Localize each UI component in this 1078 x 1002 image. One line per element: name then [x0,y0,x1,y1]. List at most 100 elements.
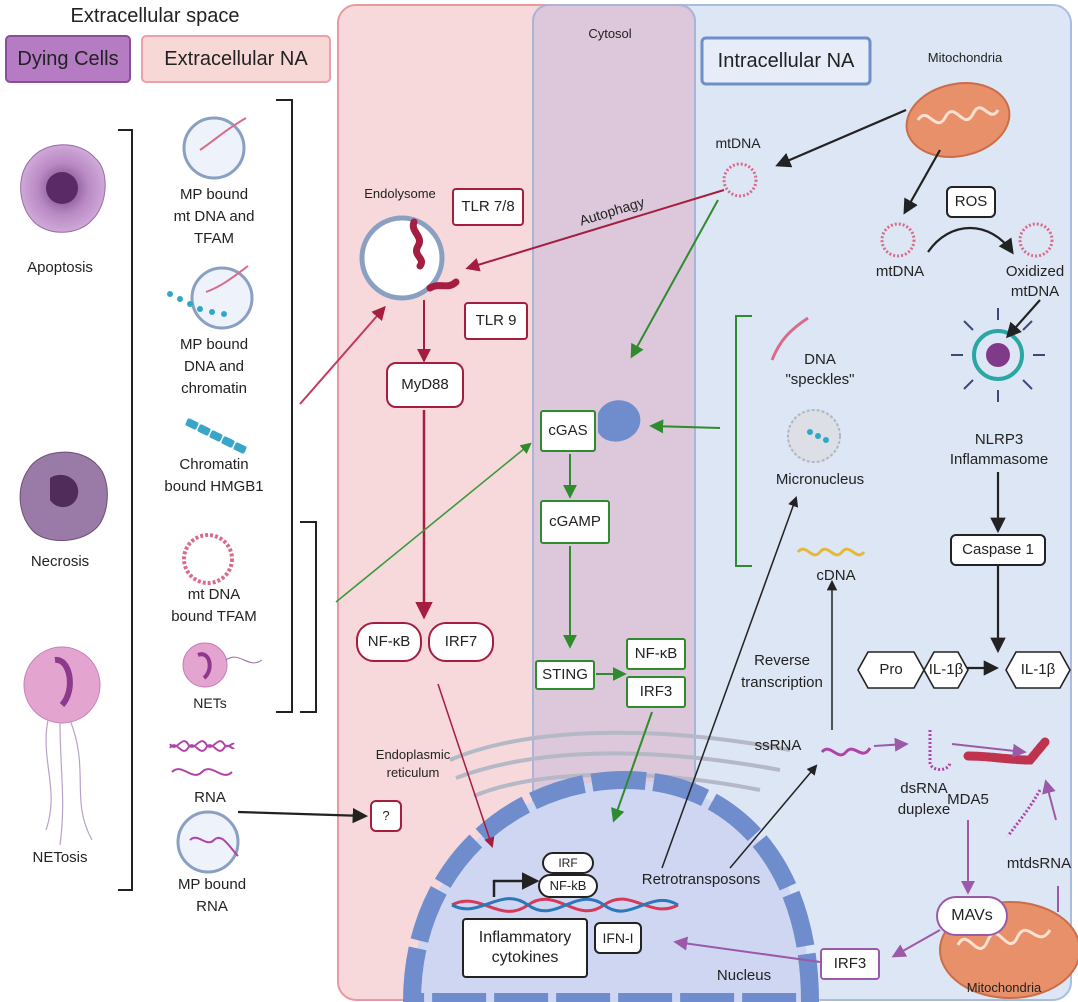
mtdna-cytosol-icon [722,162,758,198]
extracellular-space-title: Extracellular space [70,5,240,27]
mtdsrna-label: mtdsRNA [1006,855,1072,872]
dna-speckles-icon [770,316,809,361]
netosis-label: NETosis [32,849,88,866]
micronucleus-label: Micronucleus [775,471,865,488]
dna-helix-icon [451,897,679,913]
inflammatory-cytokines-box: Inflammatory cytokines [462,918,588,978]
nlrp3-label: NLRP3 Inflammasome [949,431,1049,468]
ssrna-icon [820,747,872,757]
irf-pill: IRF [542,852,594,874]
tlr9-box: TLR 9 [464,302,528,340]
sting-box: STING [535,660,595,690]
mp-dna-chromatin-icon [167,265,254,330]
endolysome-icon [359,215,460,301]
arrow-retro-to-ssrna [729,764,818,869]
necrosis-label: Necrosis [30,553,90,570]
mavs-pill: MAVs [936,896,1008,936]
arrow-mito-to-mtdna-mid [903,149,941,215]
arrow-dsrna-to-mda5 [951,743,1027,758]
pro-hexagon [857,651,925,689]
netosis-cell-icon [23,646,101,846]
mtdna-tfam-icon [182,533,234,585]
nlrp3-inflammasome-icon [951,308,1045,402]
arrow-autophagy [465,189,725,272]
arrow-rna-to-unknown [237,807,369,824]
arrow-micronucleus-to-cgas [649,419,721,434]
chromatin-hmgb1-icon [185,418,247,454]
mitochondria-top-icon [905,82,1011,158]
mtdna-mid-label: mtDNA [875,263,925,280]
nucleus-label: Nucleus [716,967,772,984]
arrow-mito-to-mtdna [775,108,907,168]
mp-dna-chromatin-label: MP bound DNA and chromatin [179,336,249,397]
arrow-irf3-to-nucleus-bottom [673,936,821,963]
dying-cells-label: Dying Cells [17,48,119,70]
reverse-transcription-label: Reverse transcription [741,652,823,691]
mp-bracket [276,99,293,713]
dna-speckles-label: DNA "speckles" [785,351,855,388]
endolysome-label: Endolysome [364,186,436,201]
mp-rna-label: MP bound RNA [177,876,247,915]
mp-rna-icon [176,810,240,874]
cdna-label: cDNA [816,567,856,584]
apoptosis-label: Apoptosis [27,259,93,276]
nfkb-red-pill: NF-κB [356,622,422,662]
chromatin-hmgb1-label: Chromatin bound HMGB1 [164,456,264,495]
nfkb-green-box: NF-κB [626,638,686,670]
intracellular-na-box [700,36,872,86]
micronucleus-icon [787,409,841,463]
tlr78-box: TLR 7/8 [452,188,524,226]
il1b-pro-hexagon [923,651,969,689]
cgas-box: cGAS [540,410,596,452]
cgas-enzyme-icon [598,400,641,442]
rna-icon [169,740,235,776]
nets-label: NETs [193,695,227,711]
oxidized-mtdna-label: Oxidized mtDNA [1005,263,1065,300]
arrow-retro-to-micronucleus [661,496,799,869]
pro-label: Pro [879,661,903,678]
apoptosis-cell-icon [20,144,106,233]
mtdna-tfam-label: mt DNA bound TFAM [171,586,257,625]
arrow-irf3-to-nucleus [611,711,653,823]
arrow-mtdna-to-cgas [630,199,719,359]
mitochondria-top-label: Mitochondria [927,50,1003,65]
arrow-oxidized-to-nlrp3 [1005,299,1041,339]
mp-mtdna-icon [182,116,247,180]
mda5-icon [963,737,1050,765]
dying-cells-bracket [118,129,133,891]
dying-cells-box [5,35,131,83]
ssrna-label: ssRNA [754,737,802,754]
oxidized-mtdna-icon [1018,222,1054,258]
il1b-label: IL-1β [1020,661,1056,678]
arrow-ssrna-to-dsrna [873,737,909,752]
il1b-hexagon [1005,651,1071,689]
rna-label: RNA [194,789,226,806]
arrow-mavs-to-irf3 [891,929,941,958]
nets-icon [182,642,263,688]
arrow-ros [927,227,1014,255]
arrow-nfkb-to-nucleus [437,683,495,848]
intracellular-bracket [735,315,752,567]
arrow-mp-to-endolysome [299,305,386,405]
arrow-mtdsrna-to-mda5 [1042,779,1057,821]
mitochondria-bottom-label: Mitochondria [966,980,1042,995]
extracellular-na-label: Extracellular NA [164,48,308,70]
tfam-bracket [300,521,317,713]
mp-mtdna-tfam-label: MP bound mt DNA and TFAM [173,186,255,247]
irf3-purple-box: IRF3 [820,948,880,980]
arrow-tfam-to-cgas [335,442,532,603]
cdna-icon [796,547,866,557]
il1b-pro-label: IL-1β [928,661,964,678]
myd88-box: MyD88 [386,362,464,408]
irf7-pill: IRF7 [428,622,494,662]
unknown-box: ? [370,800,402,832]
mtdna-mid-icon [880,222,916,258]
dsrna-label: dsRNA duplexe [897,780,951,818]
necrosis-cell-icon [19,451,108,541]
mtdsrna-icon [1006,789,1042,837]
extracellular-na-box [141,35,331,83]
mtdna-cytosol-label: mtDNA [715,135,761,151]
nfkb-nucleus-pill: NF-kB [538,874,598,898]
dsrna-icon [928,730,952,771]
